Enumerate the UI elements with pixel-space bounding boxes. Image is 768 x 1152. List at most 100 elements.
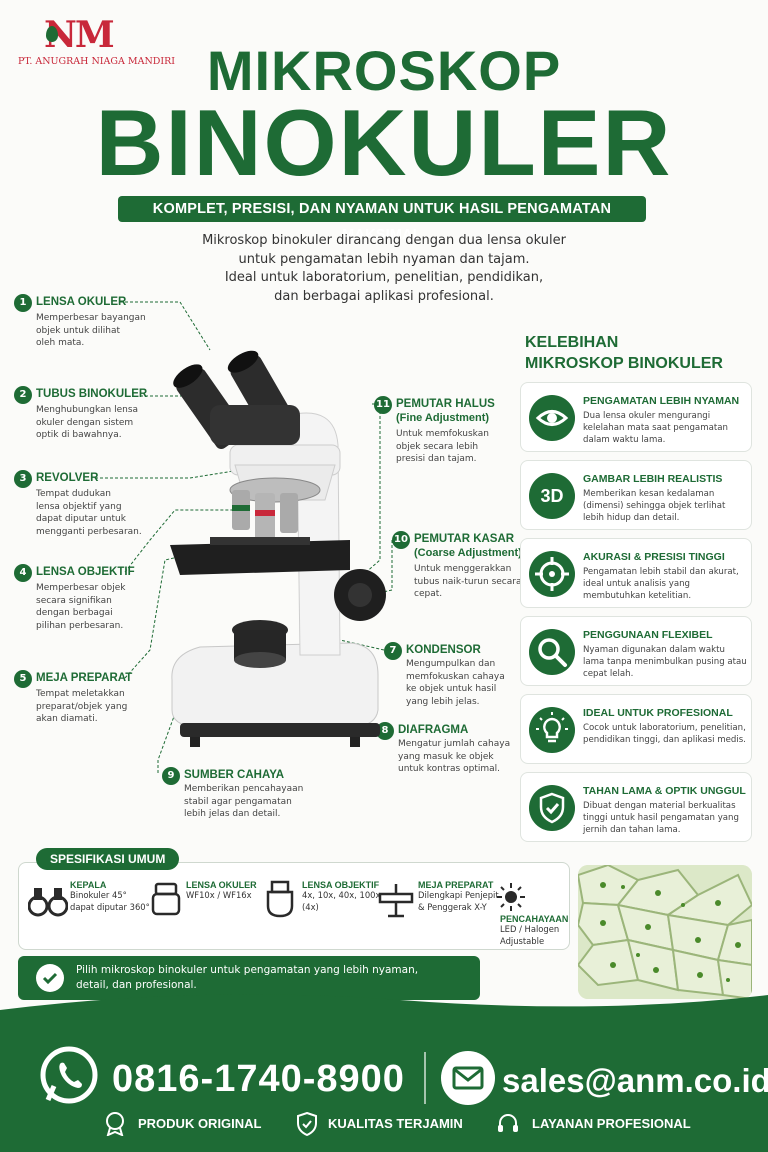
- crosshair-icon: [529, 551, 575, 597]
- spec-item-kepala: KEPALA Binokuler 45° dapat diputar 360°: [70, 880, 150, 913]
- advantages-heading: KELEBIHAN MIKROSKOP BINOKULER: [525, 332, 723, 374]
- part-desc-line: Mengatur jumlah cahaya: [398, 739, 511, 749]
- medal-icon: [106, 1112, 124, 1136]
- part-number: 4: [14, 564, 32, 582]
- part-desc-line: pilihan perbesaran.: [36, 620, 124, 631]
- cell-sample-image: [578, 865, 752, 999]
- advantage-card: PENGGUNAAN FLEXIBEL Nyaman digunakan dal…: [520, 616, 752, 686]
- part-desc: Mengatur jumlah cahaya yang masuk ke obj…: [398, 738, 510, 776]
- part-desc-line: Memperbesar bayangan: [36, 313, 146, 323]
- logo-drop-icon: [46, 26, 58, 42]
- part-desc-line: lebih jelas dan detail.: [184, 809, 281, 819]
- part-desc-line: cepat.: [414, 589, 443, 599]
- lightbulb-icon: [529, 707, 575, 753]
- part-title: LENSA OKULER: [36, 296, 127, 308]
- badge-kualitas-terjamin: KUALITAS TERJAMIN: [328, 1116, 463, 1131]
- part-number: 9: [162, 767, 180, 785]
- part-desc-line: preparat/objek yang: [36, 701, 128, 712]
- part-number: 10: [392, 531, 410, 549]
- advantage-desc: Dua lensa okuler mengurangi kelelahan ma…: [583, 411, 728, 445]
- phone-number[interactable]: 0816-1740-8900: [112, 1058, 405, 1100]
- spec-title: KEPALA: [70, 880, 107, 890]
- part-desc-line: Mengumpulkan dan: [406, 659, 496, 669]
- part-desc-line: Memperbesar objek: [36, 583, 126, 593]
- part-desc-line: secara signifikan: [36, 595, 112, 606]
- spec-item-lensa-objektif: LENSA OBJEKTIF 4x, 10x, 40x, 100x (4x): [302, 880, 380, 913]
- part-desc: Tempat meletakkan preparat/objek yang ak…: [36, 688, 127, 726]
- part-desc-line: mengganti perbesaran.: [36, 526, 142, 537]
- advantage-title: IDEAL UNTUK PROFESIONAL: [583, 707, 733, 719]
- part-desc-line: lensa objektif yang: [36, 501, 122, 512]
- badge-produk-original: PRODUK ORIGINAL: [138, 1116, 262, 1131]
- part-number: 2: [14, 386, 32, 404]
- stage-icon: [378, 884, 414, 918]
- spec-title: MEJA PREPARAT: [418, 880, 494, 890]
- part-title: KONDENSOR: [406, 644, 481, 656]
- part-desc-line: Memberikan pencahayaan: [184, 784, 304, 794]
- cta-line: detail, dan profesional.: [76, 979, 197, 991]
- intro-line: dan berbagai aplikasi profesional.: [274, 288, 494, 304]
- advantage-title: PENGAMATAN LEBIH NYAMAN: [583, 395, 740, 407]
- advantage-desc: Nyaman digunakan dalam waktu lama tanpa …: [583, 645, 747, 679]
- part-desc-line: Untuk memfokuskan: [396, 429, 489, 439]
- part-desc-line: presisi dan tajam.: [396, 454, 477, 464]
- part-desc-line: Tempat dudukan: [36, 489, 111, 499]
- headset-icon: [498, 1114, 518, 1132]
- email-address[interactable]: sales@anm.co.id: [502, 1062, 768, 1099]
- badge-layanan-profesional: LAYANAN PROFESIONAL: [532, 1116, 691, 1131]
- spec-desc-line: dapat diputar 360°: [70, 901, 150, 912]
- part-number: 7: [384, 642, 402, 660]
- shield-check-icon: [297, 1112, 317, 1136]
- part-desc: Tempat dudukan lensa objektif yang dapat…: [36, 488, 142, 538]
- part-desc-line: yang masuk ke objek: [398, 751, 494, 762]
- spec-desc-line: WF10x / WF16x: [186, 890, 252, 900]
- part-title: REVOLVER: [36, 472, 99, 484]
- part-desc-line: memfokuskan cahaya: [406, 671, 505, 682]
- 3d-icon: 3D: [529, 473, 575, 519]
- part-number: 1: [14, 294, 32, 312]
- check-icon: [36, 964, 64, 992]
- spec-title: LENSA OKULER: [186, 880, 257, 890]
- part-desc-line: okuler dengan sistem: [36, 417, 134, 428]
- part-desc-line: Tempat meletakkan: [36, 689, 125, 699]
- part-title: PEMUTAR HALUS: [396, 398, 495, 410]
- advantage-card: TAHAN LAMA & OPTIK UNGGUL Dibuat dengan …: [520, 772, 752, 842]
- intro-line: Mikroskop binokuler dirancang dengan dua…: [202, 233, 566, 248]
- part-number: 8: [376, 722, 394, 740]
- leader-line-3: [95, 469, 241, 479]
- part-title: PEMUTAR KASAR: [414, 533, 515, 545]
- footer-divider: [424, 1052, 426, 1104]
- part-desc-line: objek untuk dilihat: [36, 325, 121, 336]
- objective-lens-icon: [266, 880, 294, 918]
- spec-desc-line: Adjustable: [500, 935, 545, 946]
- 3d-icon-text: 3D: [540, 486, 564, 506]
- part-desc: Menghubungkan lensa okuler dengan sistem…: [36, 404, 138, 442]
- part-desc-line: untuk kontras optimal.: [398, 764, 501, 774]
- advantage-card: AKURASI & PRESISI TINGGI Pengamatan lebi…: [520, 538, 752, 608]
- intro-line: Ideal untuk laboratorium, penelitian, pe…: [224, 270, 544, 285]
- part-desc-line: yang lebih jelas.: [406, 696, 480, 707]
- spec-title: LENSA OBJEKTIF: [302, 880, 380, 890]
- part-desc-line: dengan berbagai: [36, 608, 113, 618]
- spec-desc-line: & Penggerak X-Y: [418, 901, 487, 912]
- binocular-icon: [28, 888, 68, 917]
- shield-check-icon: [529, 785, 575, 831]
- light-icon: [497, 883, 525, 911]
- title-line1: MIKROSKOP: [206, 39, 562, 102]
- part-desc: Mengumpulkan dan memfokuskan cahaya ke o…: [406, 658, 505, 708]
- magnifier-icon: [529, 629, 575, 675]
- advantage-card: PENGAMATAN LEBIH NYAMAN Dua lensa okuler…: [520, 382, 752, 452]
- leader-line-4: [124, 509, 245, 573]
- cta-line: Pilih mikroskop binokuler untuk pengamat…: [76, 964, 419, 976]
- spec-desc-line: LED / Halogen: [500, 924, 560, 934]
- intro-line: untuk pengamatan lebih nyaman dan tajam.: [238, 251, 530, 267]
- part-subtitle: (Coarse Adjustment): [414, 547, 522, 559]
- part-number: 5: [14, 670, 32, 688]
- spec-desc-line: Binokuler 45°: [70, 890, 127, 900]
- spec-item-pencahayaan: PENCAHAYAAN LED / Halogen Adjustable: [500, 914, 568, 947]
- part-desc-line: ke objek untuk hasil: [406, 684, 497, 694]
- advantage-title: TAHAN LAMA & OPTIK UNGGUL: [583, 785, 746, 797]
- spec-desc-line: (4x): [302, 901, 319, 912]
- part-desc-line: oleh mata.: [36, 338, 85, 348]
- part-desc-line: Untuk menggerakkan: [414, 564, 512, 574]
